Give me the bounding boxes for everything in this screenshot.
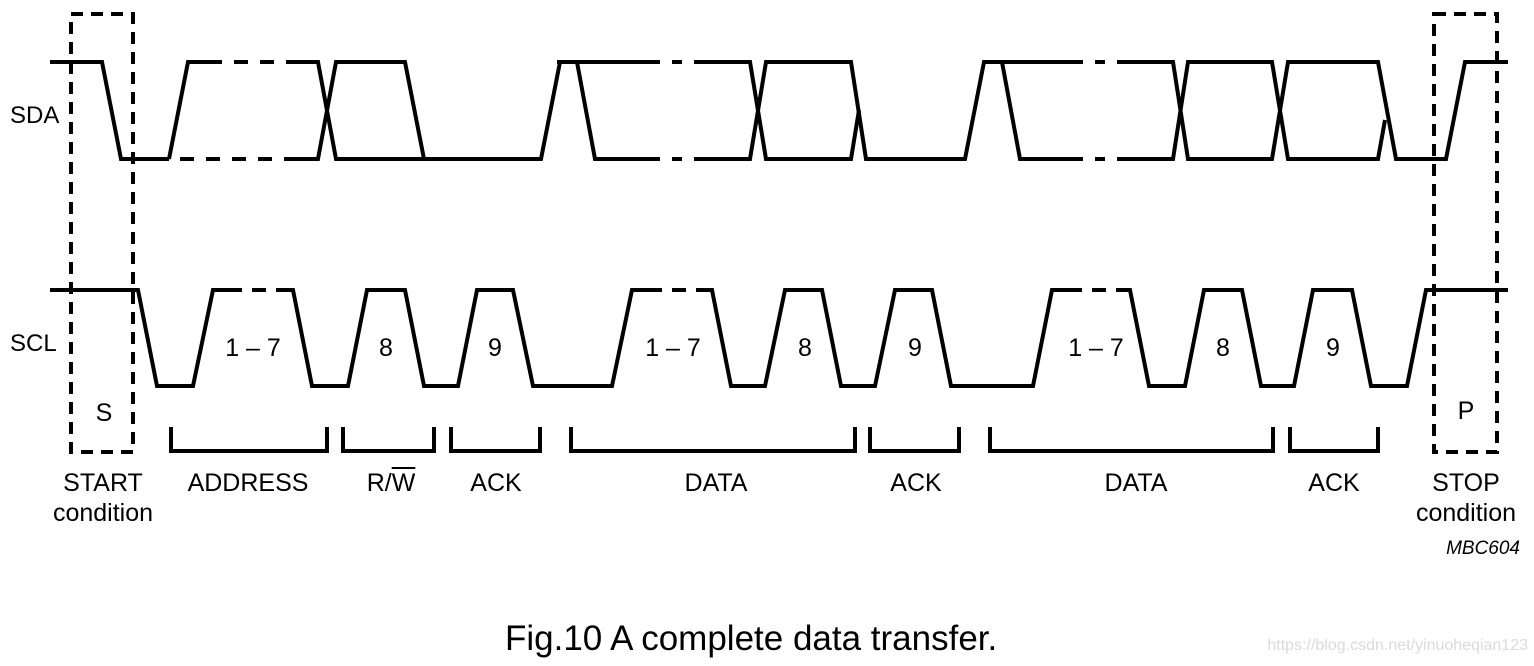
start-letter: S [95,399,113,427]
stop-label-line1: STOP [1432,469,1500,497]
clock-label-ack2-bit: 9 [908,334,922,362]
stop-condition-box [1432,12,1499,454]
stop-letter: P [1457,397,1475,425]
clock-label-data2-bits: 1 – 7 [1068,334,1124,362]
start-label-line1: START [63,469,143,497]
stop-label-line2: condition [1415,499,1517,527]
segment-label-data2: DATA [1104,469,1168,497]
clock-label-address-bits: 1 – 7 [225,334,281,362]
clock-label-data1-bit8: 8 [798,334,812,362]
sda-waveform [50,60,1508,161]
start-label-line2: condition [52,499,154,527]
clock-label-rw-bit: 8 [379,334,393,362]
segment-label-rw: R/W [367,468,416,498]
clock-label-data2-bit8: 8 [1216,334,1230,362]
segment-brackets [169,427,1380,453]
start-condition-label: START condition [53,468,153,528]
figure-caption: Fig.10 A complete data transfer. [505,619,998,658]
scl-waveform [50,288,1508,388]
scl-label: SCL [10,330,57,357]
segment-label-data1: DATA [684,469,748,497]
stop-condition-label: STOP condition [1416,468,1516,528]
segment-label-ack3: ACK [1308,469,1360,497]
clock-label-ack-bit: 9 [488,334,502,362]
clock-label-data1-bits: 1 – 7 [645,334,701,362]
segment-label-ack1: ACK [470,469,522,497]
sda-label: SDA [10,102,60,129]
segment-label-ack2: ACK [890,469,942,497]
segment-label-address: ADDRESS [187,469,309,497]
rw-r: R/ [366,469,392,497]
figure-code: MBC604 [1446,538,1520,559]
watermark: https://blog.csdn.net/yinuoheqian123 [1267,637,1528,654]
clock-label-ack3-bit: 9 [1326,334,1340,362]
rw-w-overline: W [391,469,416,497]
start-condition-box [69,12,135,454]
